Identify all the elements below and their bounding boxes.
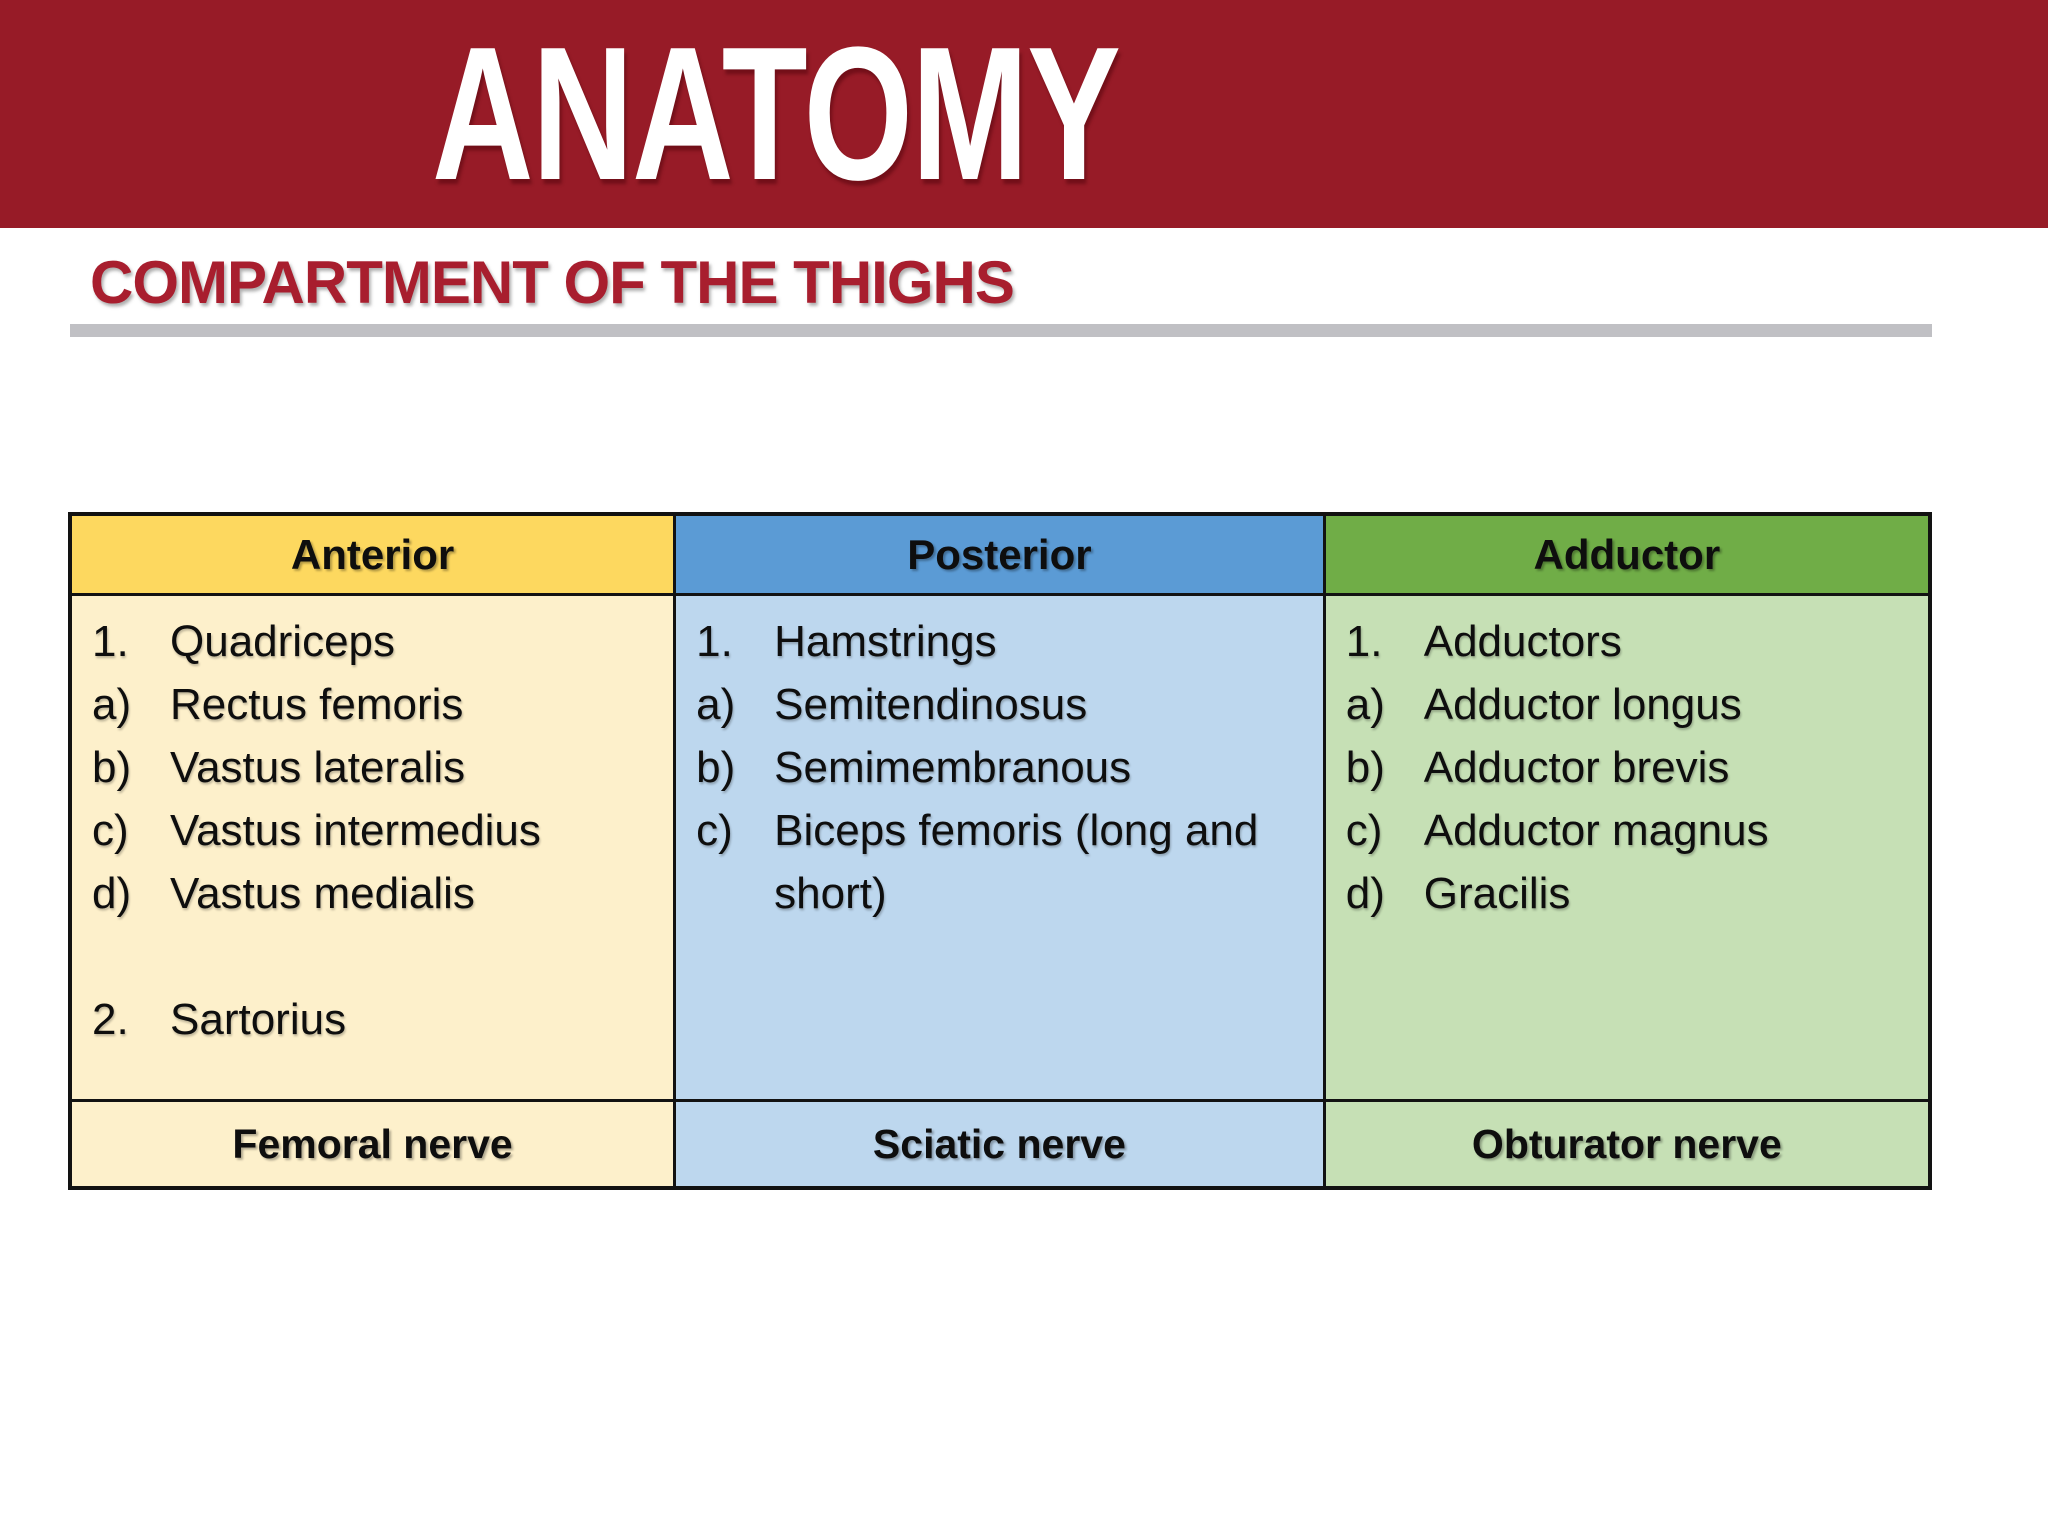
muscle-name: Vastus intermedius [170, 806, 541, 855]
muscle-name: Quadriceps [170, 617, 396, 666]
column-header-label: Anterior [290, 530, 455, 578]
heading-underline [70, 324, 1932, 337]
list-spacer [92, 925, 661, 988]
muscle-list-item: b) Semimembranous [696, 736, 1311, 799]
muscle-list-item: c) Adductor magnus [1346, 799, 1916, 862]
column-header-anterior: Anterior [72, 516, 677, 596]
nerve-label: Sciatic nerve [872, 1120, 1126, 1167]
title-banner: ANATOMY [0, 0, 2048, 228]
thigh-compartments-table: Anterior Posterior Adductor 1. Quadriceps a) R… [68, 512, 1932, 1190]
muscle-list-item: 1. Hamstrings [696, 610, 1311, 673]
muscle-name: Adductors [1423, 617, 1622, 666]
nerve-label: Obturator nerve [1471, 1120, 1782, 1167]
column-header-posterior: Posterior [676, 516, 1326, 596]
muscle-list-item: d) Vastus medialis [92, 862, 661, 925]
list-marker: c) [1345, 806, 1383, 855]
muscle-list-item: b) Vastus lateralis [92, 736, 661, 799]
list-marker: 1. [1345, 617, 1383, 666]
muscle-list-item: c) Vastus intermedius [92, 799, 661, 862]
muscle-name: Semimembranous [774, 743, 1132, 792]
list-marker: a) [92, 680, 132, 729]
column-footer-adductor: Obturator nerve [1325, 1102, 1928, 1186]
list-marker: 1. [92, 617, 129, 666]
muscle-name: Vastus lateralis [170, 743, 466, 792]
muscle-name: Biceps femoris (long and short) [774, 806, 1259, 918]
list-marker: c) [696, 806, 733, 855]
list-marker: 2. [92, 995, 129, 1044]
muscle-name: Hamstrings [774, 617, 997, 666]
column-header-label: Adductor [1533, 530, 1721, 578]
list-marker: d) [92, 869, 132, 918]
muscle-name: Rectus femoris [170, 680, 464, 729]
muscle-name: Adductor brevis [1423, 743, 1730, 792]
nerve-label: Femoral nerve [232, 1120, 513, 1167]
list-marker: b) [92, 743, 132, 792]
muscle-name [170, 925, 661, 988]
list-marker: a) [696, 680, 736, 729]
muscle-name: Vastus medialis [170, 869, 475, 918]
list-marker: b) [696, 743, 736, 792]
muscle-list-item: 1. Adductors [1346, 610, 1916, 673]
muscle-list-item: c) Biceps femoris (long and short) [696, 799, 1311, 925]
muscle-list-item: 2. Sartorius [92, 988, 661, 1051]
column-body-posterior: 1. Hamstrings a) Semitendinosus b) Semimembra… [676, 596, 1326, 1102]
column-header-label: Posterior [907, 530, 1092, 578]
muscle-list-item: d) Gracilis [1346, 862, 1916, 925]
column-header-adductor: Adductor [1325, 516, 1928, 596]
list-marker: a) [1345, 680, 1385, 729]
list-marker: 1. [696, 617, 733, 666]
slide-title: ANATOMY [432, 8, 1121, 220]
muscle-list-item: a) Rectus femoris [92, 673, 661, 736]
column-footer-anterior: Femoral nerve [72, 1102, 677, 1186]
list-marker: c) [92, 806, 129, 855]
muscle-list-item: a) Adductor longus [1346, 673, 1916, 736]
muscle-name: Gracilis [1423, 869, 1571, 918]
muscle-name: Adductor magnus [1423, 806, 1769, 855]
muscle-name: Adductor longus [1423, 680, 1742, 729]
list-marker: d) [1345, 869, 1385, 918]
muscle-name: Semitendinosus [774, 680, 1088, 729]
muscle-name: Sartorius [170, 995, 347, 1044]
list-marker [92, 925, 170, 988]
column-footer-posterior: Sciatic nerve [676, 1102, 1326, 1186]
section-heading: COMPARTMENT OF THE THIGHS [90, 249, 1015, 316]
muscle-list-item: b) Adductor brevis [1346, 736, 1916, 799]
list-marker: b) [1345, 743, 1385, 792]
column-body-adductor: 1. Adductors a) Adductor longus b) Adductor b… [1325, 596, 1928, 1102]
column-body-anterior: 1. Quadriceps a) Rectus femoris b) Vastus lat… [72, 596, 677, 1102]
muscle-list-item: 1. Quadriceps [92, 610, 661, 673]
muscle-list-item: a) Semitendinosus [696, 673, 1311, 736]
